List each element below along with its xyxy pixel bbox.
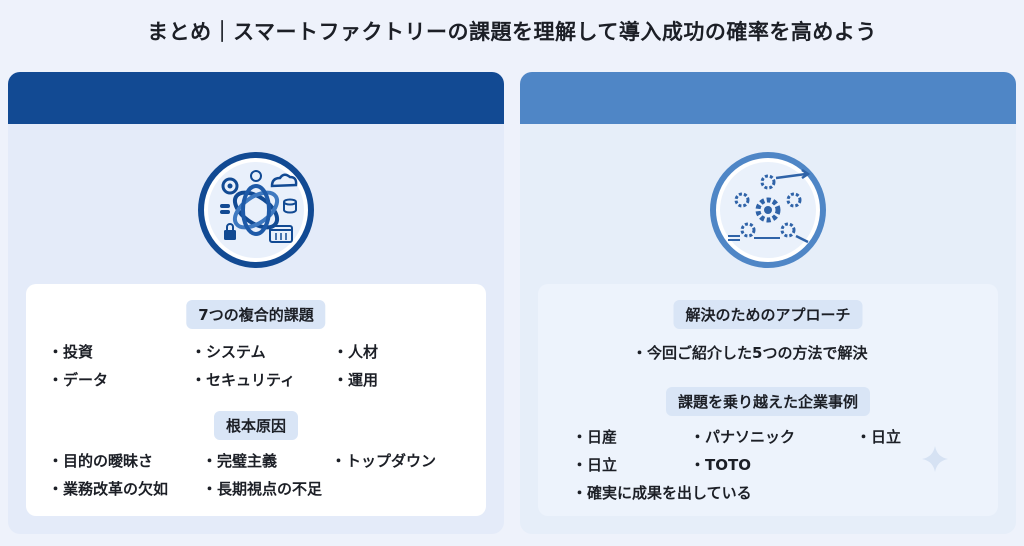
challenge-item: セキュリティ — [191, 369, 295, 390]
root-cause-item: 完璧主義 — [202, 450, 277, 471]
case-study-summary: 確実に成果を出している — [572, 482, 752, 503]
gear-cycle-process-icon — [710, 152, 826, 268]
case-study-item: TOTO — [690, 454, 751, 475]
interlocking-rings-tech-icon — [198, 152, 314, 268]
solutions-panel: 解決のためのアプローチ 今回ご紹介した5つの方法で解決 課題を乗り越えた企業事例… — [520, 72, 1016, 534]
challenge-item: 運用 — [333, 369, 378, 390]
challenge-item: 人材 — [333, 341, 378, 362]
case-study-item: パナソニック — [690, 426, 795, 447]
root-cause-item: 長期視点の不足 — [202, 478, 322, 499]
challenges-panel-header — [8, 72, 504, 124]
section-title-challenges: 7つの複合的課題 — [186, 300, 326, 329]
challenges-icon-badge — [198, 152, 314, 268]
solutions-icon-badge — [710, 152, 826, 268]
root-cause-item: 目的の曖昧さ — [48, 450, 153, 471]
section-title-approach: 解決のためのアプローチ — [673, 300, 863, 329]
solutions-panel-header — [520, 72, 1016, 124]
root-cause-item: トップダウン — [331, 450, 436, 471]
case-study-item: 日立 — [572, 454, 617, 475]
solutions-card: 解決のためのアプローチ 今回ご紹介した5つの方法で解決 課題を乗り越えた企業事例… — [538, 284, 998, 516]
root-cause-item: 業務改革の欠如 — [48, 478, 168, 499]
challenge-item: データ — [48, 369, 108, 390]
challenge-item: 投資 — [48, 341, 93, 362]
challenges-card: 7つの複合的課題 投資 システム 人材 データ セキュリティ 運用 根本原因 目… — [26, 284, 486, 516]
case-study-item: 日立 — [856, 426, 901, 447]
challenges-panel: 7つの複合的課題 投資 システム 人材 データ セキュリティ 運用 根本原因 目… — [8, 72, 504, 534]
page-title: まとめ｜スマートファクトリーの課題を理解して導入成功の確率を高めよう — [147, 20, 877, 44]
section-title-case-studies: 課題を乗り越えた企業事例 — [665, 387, 871, 416]
sparkle-icon — [922, 446, 948, 472]
case-study-item: 日産 — [572, 426, 617, 447]
section-title-root-causes: 根本原因 — [213, 411, 299, 440]
challenge-item: システム — [191, 341, 266, 362]
approach-item: 今回ご紹介した5つの方法で解決 — [632, 342, 867, 363]
